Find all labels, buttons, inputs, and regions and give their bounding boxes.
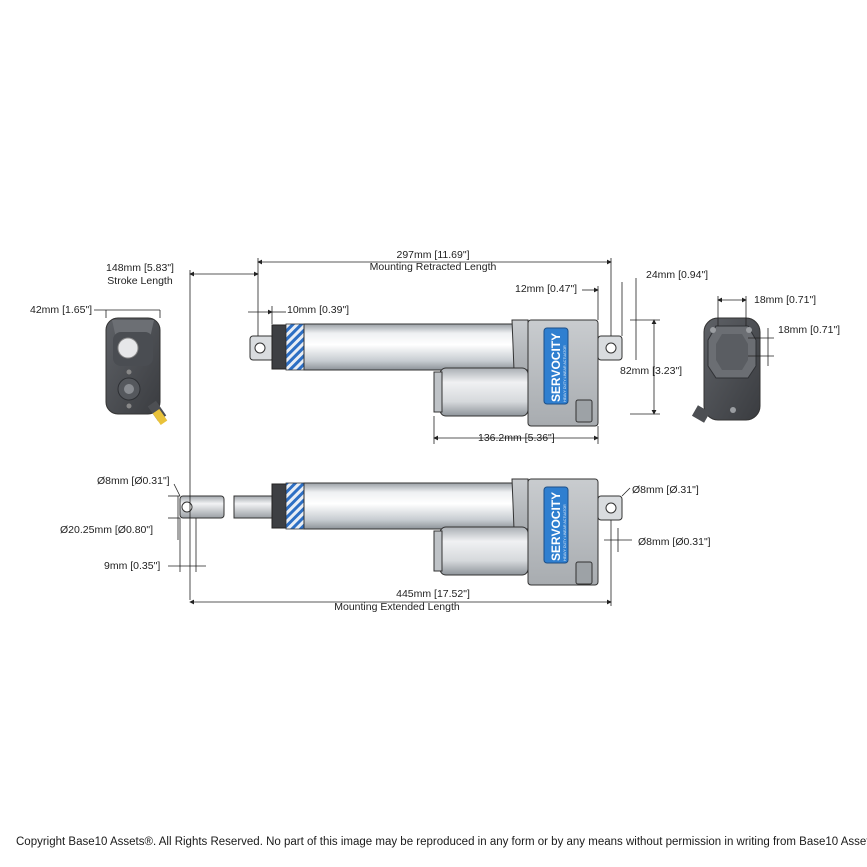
rear-depth-label: 24mm [0.94"] <box>646 269 708 281</box>
extended-length-value: 445mm [17.52"] <box>396 588 470 600</box>
side-view <box>105 317 168 426</box>
copyright-notice: Copyright Base10 Assets®. All Rights Res… <box>16 836 867 848</box>
rear-offset-label: 12mm [0.47"] <box>515 283 577 295</box>
dimension-lines <box>94 258 774 606</box>
extended-view: SERVOCITY HEAVY DUTY LINEAR ACTUATOR <box>179 478 623 586</box>
stroke-length-value: 148mm [5.83"] <box>106 262 174 274</box>
rod-end-offset-label: 10mm [0.39"] <box>287 304 349 316</box>
motor-length-label: 136.2mm [5.36"] <box>478 432 555 444</box>
rod-tip-label: 9mm [0.35"] <box>104 560 160 572</box>
end-view-width-label: 18mm [0.71"] <box>754 294 816 306</box>
rear-hole-bottom-label: Ø8mm [Ø0.31"] <box>638 536 711 548</box>
retracted-view: SERVOCITY HEAVY DUTY LINEAR ACTUATOR <box>249 319 623 427</box>
rod-hole-label: Ø8mm [Ø0.31"] <box>97 475 170 487</box>
brand-tagline-2: HEAVY DUTY LINEAR ACTUATOR <box>563 504 567 561</box>
end-view-height-label: 18mm [0.71"] <box>778 324 840 336</box>
height-label: 82mm [3.23"] <box>620 365 682 377</box>
stroke-length-label: Stroke Length <box>107 275 173 287</box>
end-view <box>691 317 761 423</box>
retracted-length-label: Mounting Retracted Length <box>370 261 497 273</box>
side-width-label: 42mm [1.65"] <box>30 304 92 316</box>
extended-length-label: Mounting Extended Length <box>334 601 460 613</box>
rear-hole-top-label: Ø8mm [Ø.31"] <box>632 484 699 496</box>
brand-tagline: HEAVY DUTY LINEAR ACTUATOR <box>563 345 567 402</box>
rod-diameter-label: Ø20.25mm [Ø0.80"] <box>60 524 153 536</box>
retracted-length-value: 297mm [11.69"] <box>397 249 470 261</box>
brand-logo-2: SERVOCITY <box>549 492 563 561</box>
brand-logo: SERVOCITY <box>549 333 563 402</box>
